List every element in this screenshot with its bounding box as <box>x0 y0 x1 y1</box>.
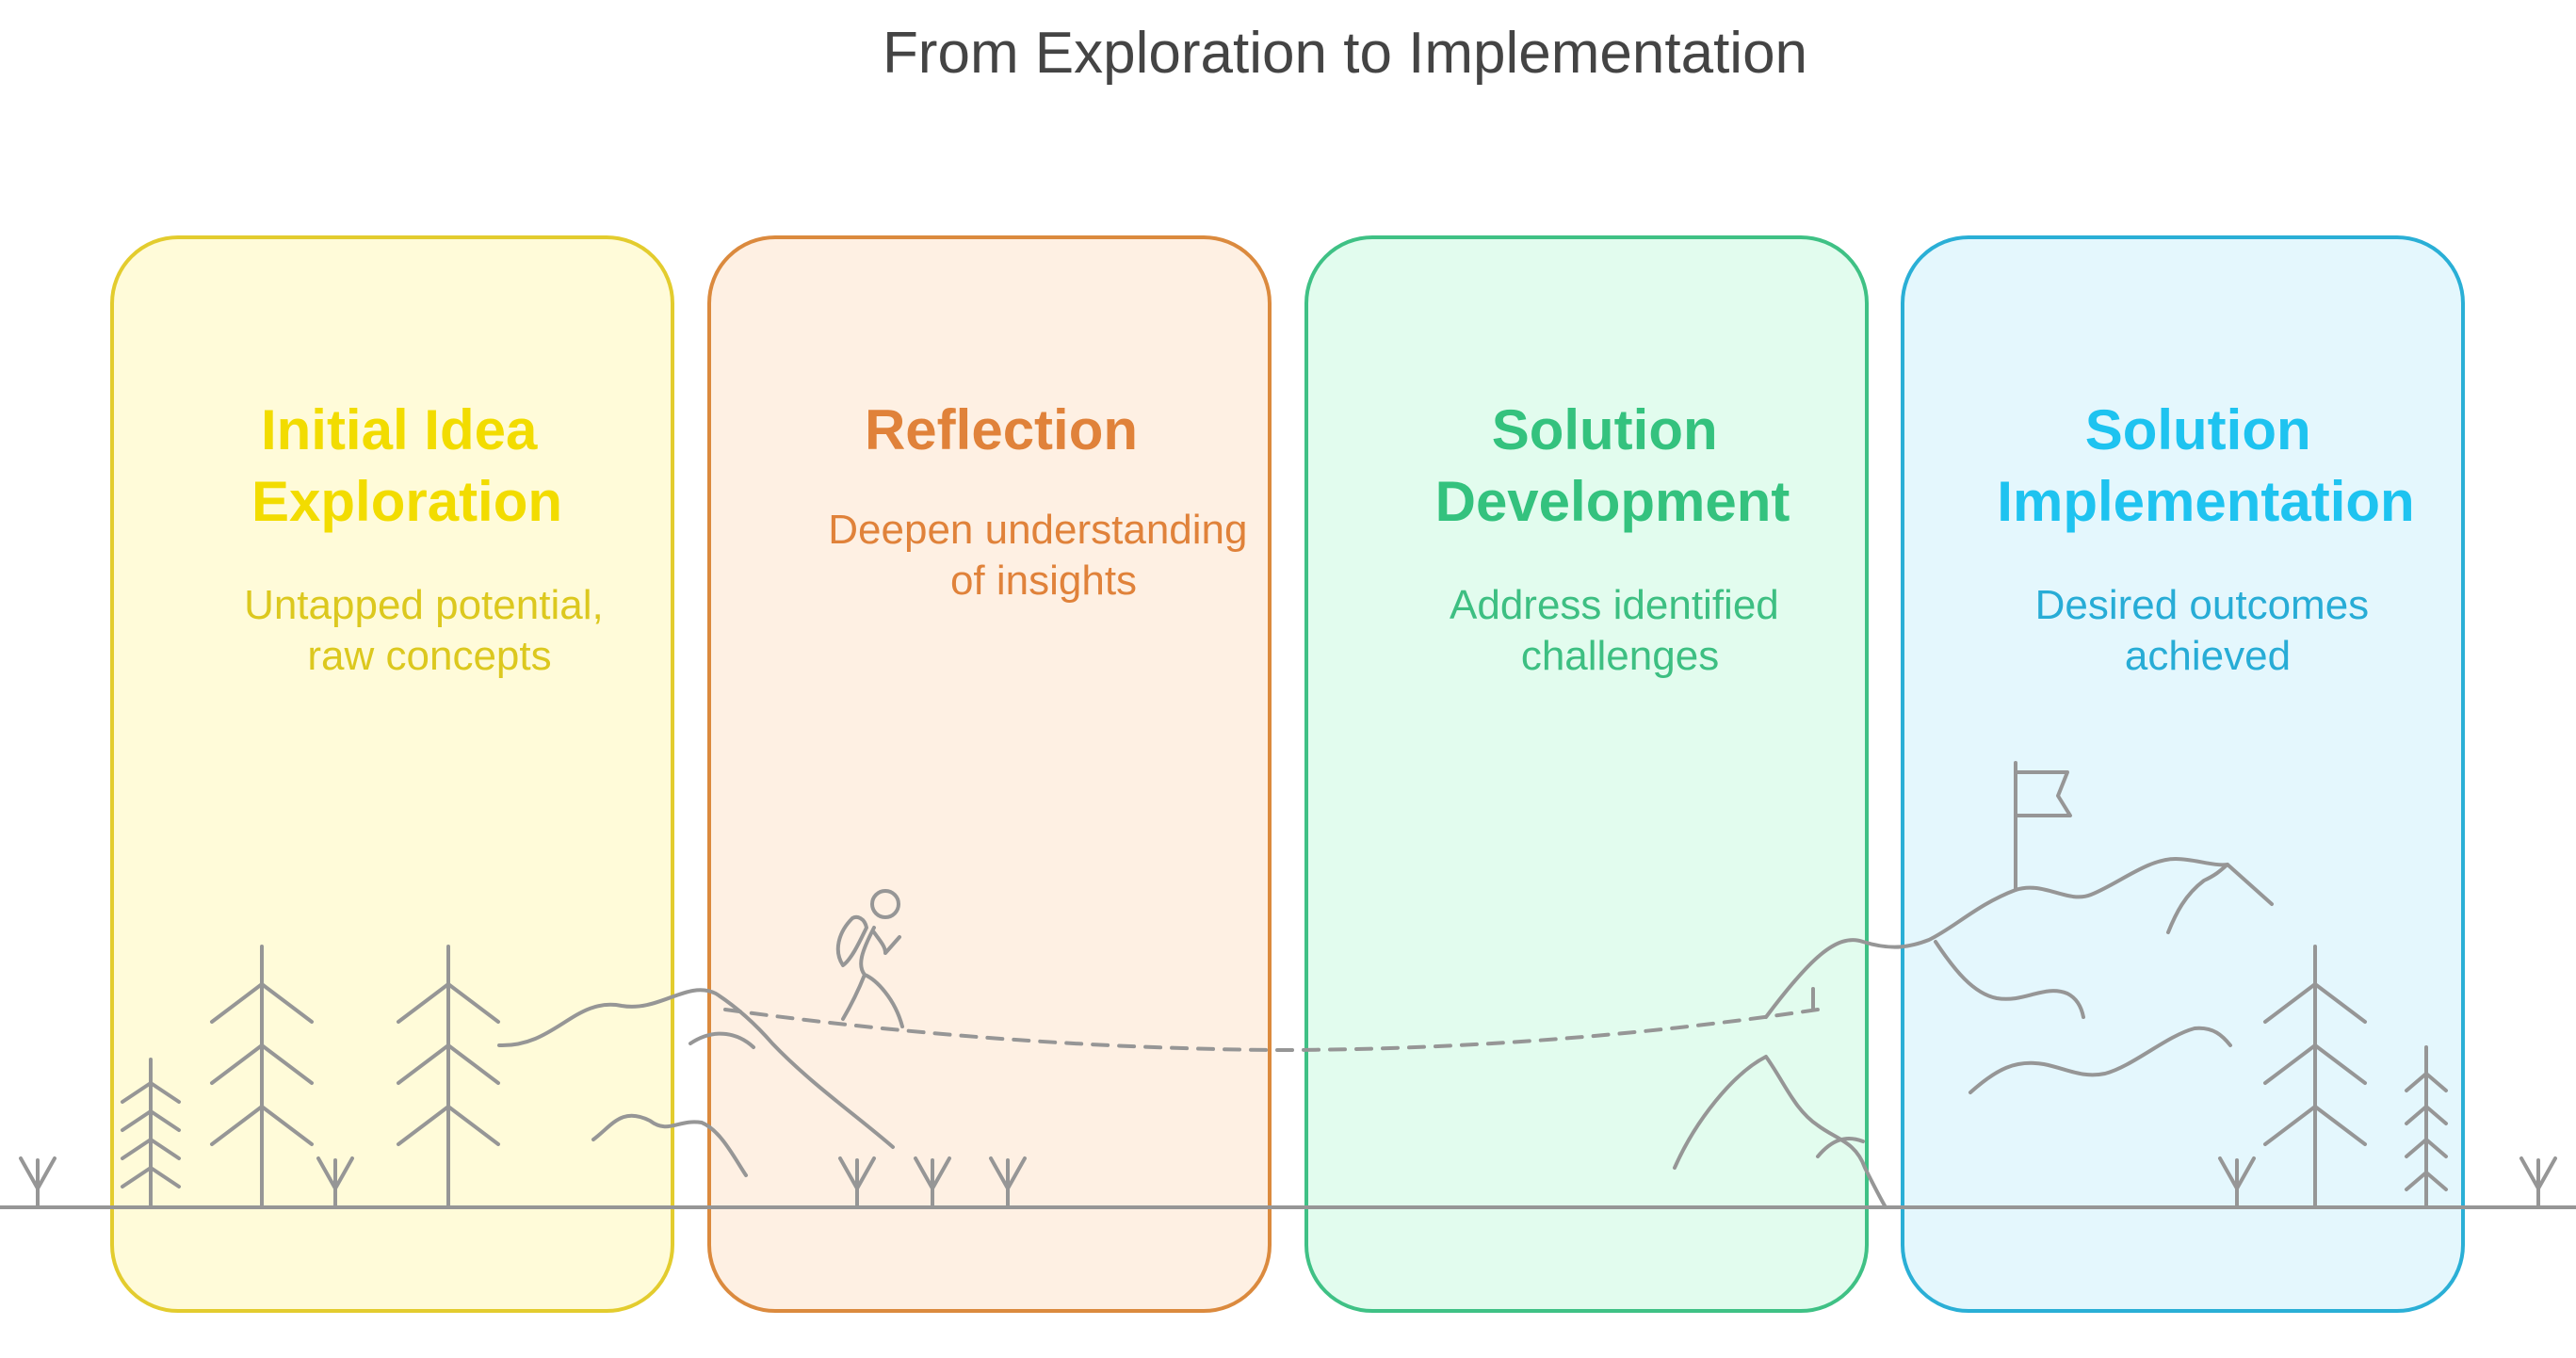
stage-panel-solution-development: Solution Development Address identified … <box>1304 235 1869 1313</box>
stage-heading-line: Implementation <box>1997 470 2414 533</box>
svg-text:Initial Idea Exploration: Initial Idea Exploration <box>251 398 562 533</box>
pine-tree-icon <box>121 1058 181 1209</box>
grass-icon <box>2519 1156 2557 1209</box>
stage-panel-reflection: Reflection Deepen understanding of insig… <box>707 235 1272 1313</box>
svg-text:Solution Implementation: Solution Implementation <box>1997 398 2414 533</box>
landscape-illustration <box>0 761 2576 1209</box>
pine-tree-icon <box>2263 945 2367 1209</box>
stage-description-line: Untapped potential, <box>244 582 604 628</box>
stage-description-line: of insights <box>950 558 1137 604</box>
stage-panel-solution-implementation: Solution Implementation Desired outcomes… <box>1901 235 2465 1313</box>
grass-icon <box>2218 1156 2256 1209</box>
diagram-title: From Exploration to Implementation <box>883 21 1807 86</box>
svg-text:Desired outcomes achieve: Desired outcomes achieved <box>2035 582 2381 679</box>
svg-text:Address identified chall: Address identified challenges <box>1450 582 1790 679</box>
svg-text:Solution Development: Solution Development <box>1435 398 1790 533</box>
mountain-icon <box>1673 987 1887 1209</box>
stage-heading-line: Reflection <box>865 398 1138 461</box>
stage-description-line: Desired outcomes <box>2035 582 2370 628</box>
grass-icon <box>316 1156 354 1209</box>
pine-tree-icon <box>397 945 500 1209</box>
grass-icon <box>989 1156 1027 1209</box>
stage-description-line: Deepen understanding <box>828 507 1247 553</box>
stage-description-line: Address identified <box>1450 582 1779 628</box>
stage-panel-initial-idea-exploration: Initial Idea Exploration Untapped potent… <box>110 235 674 1313</box>
stage-box <box>1304 235 1869 1313</box>
pine-tree-icon <box>210 945 314 1209</box>
stage-heading-line: Solution <box>2085 398 2311 461</box>
mountain-icon <box>1764 857 2274 1094</box>
grass-icon <box>914 1156 951 1209</box>
stage-heading-line: Exploration <box>251 470 562 533</box>
grass-icon <box>838 1156 876 1209</box>
stage-box <box>1901 235 2465 1313</box>
mountain-icon <box>497 988 895 1177</box>
svg-text:Deepen understanding of: Deepen understanding of insights <box>828 507 1258 604</box>
pine-tree-icon <box>2405 1045 2448 1209</box>
stage-description-line: challenges <box>1521 633 1719 679</box>
hiker-icon <box>835 889 904 1028</box>
stage-heading-line: Initial Idea <box>261 398 538 461</box>
stage-box <box>110 235 674 1313</box>
stage-box <box>707 235 1272 1313</box>
svg-text:Reflection: Reflection <box>865 398 1138 461</box>
stage-heading-line: Solution <box>1492 398 1718 461</box>
stage-description-line: achieved <box>2125 633 2291 679</box>
stage-description-line: raw concepts <box>307 633 551 679</box>
grass-icon <box>19 1156 57 1209</box>
stage-heading-line: Development <box>1435 470 1790 533</box>
svg-text:Untapped potential, raw: Untapped potential, raw concepts <box>244 582 615 679</box>
flag-icon <box>2014 761 2072 892</box>
